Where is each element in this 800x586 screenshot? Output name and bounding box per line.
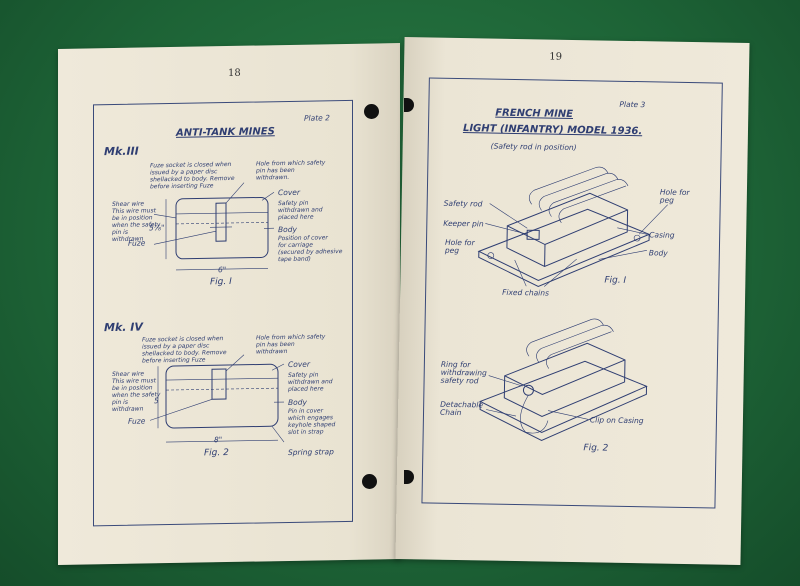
binder-hole-top-right — [404, 98, 414, 112]
binder-hole-bottom-right — [404, 470, 414, 484]
left-page: 18 Plate 2 ANTI-TANK MINES Mk.III Fuze s… — [58, 43, 400, 565]
binder-hole-top-left — [364, 104, 379, 119]
plate-2-frame: Plate 2 ANTI-TANK MINES Mk.III Fuze sock… — [93, 99, 353, 527]
binder-hole-bottom-left — [362, 474, 377, 489]
mk4-mine-drawing — [149, 354, 285, 443]
left-page-number: 18 — [228, 67, 241, 80]
right-page: 19 Plate 3 FRENCH MINE LIGHT (INFANTRY) … — [395, 37, 750, 565]
fig1-french-mine-drawing — [477, 166, 668, 287]
fig2-french-mine-drawing — [479, 318, 648, 442]
plate-3-frame: Plate 3 FRENCH MINE LIGHT (INFANTRY) MOD… — [421, 77, 723, 509]
right-page-number: 19 — [549, 51, 563, 63]
mk3-mine-drawing — [153, 182, 275, 271]
